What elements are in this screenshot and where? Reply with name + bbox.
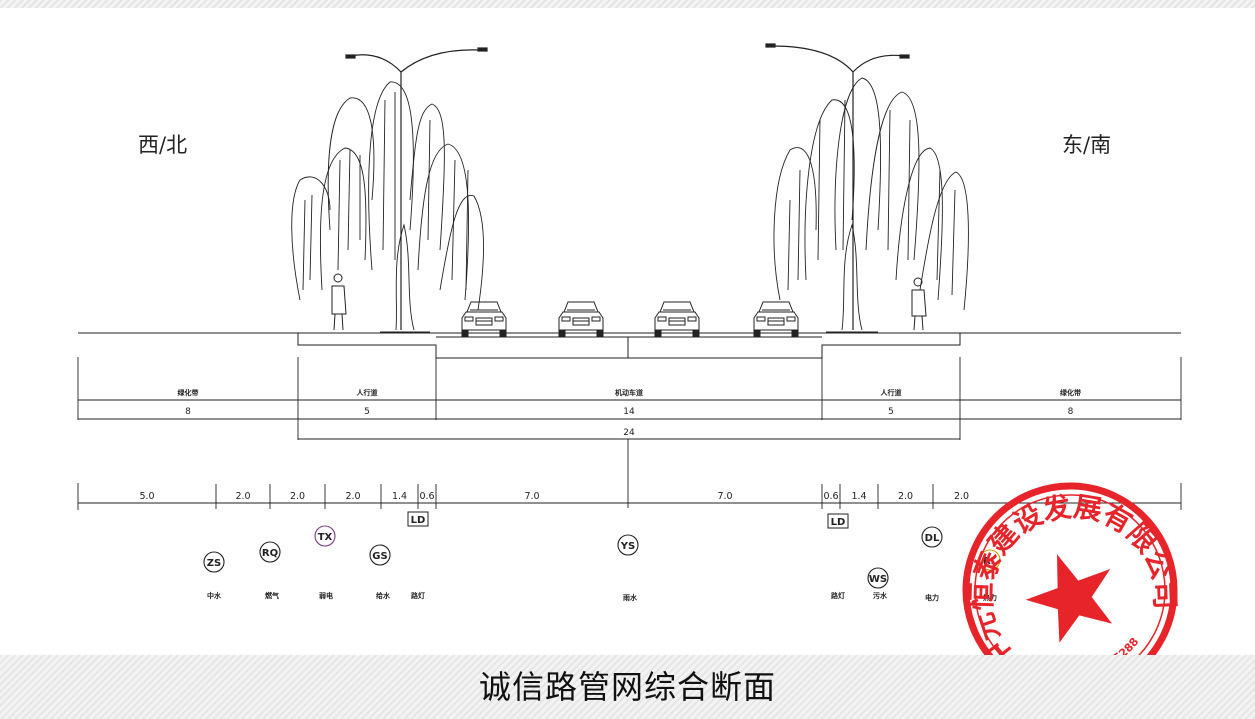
utility-dl: DL 电力: [921, 526, 943, 602]
utility-zs: ZS 中水: [203, 551, 225, 600]
willow-tree-right: [773, 77, 969, 333]
zone-width: 8: [185, 407, 191, 417]
utility-name: 弱电: [319, 591, 333, 600]
page-title: 诚信路管网综合断面: [478, 668, 776, 706]
utility-code: YS: [620, 541, 635, 552]
zone-width: 5: [364, 407, 370, 417]
utility-code: LD: [831, 517, 846, 528]
zone-label: 人行道: [881, 388, 902, 397]
zone-label: 机动车道: [615, 388, 643, 397]
utility-dim: 7.0: [524, 491, 539, 502]
direction-left: 西/北: [138, 133, 187, 157]
direction-right: 东/南: [1062, 133, 1111, 157]
car-group: [461, 301, 799, 337]
utility-ws: WS 污水: [867, 567, 889, 600]
top-hatch-band: [0, 0, 1255, 8]
utility-tx: TX 弱电: [314, 525, 336, 600]
seal-star: [1025, 554, 1113, 643]
total-width: 24: [623, 428, 635, 438]
utility-dim: 2.0: [290, 491, 305, 502]
utility-code: RL: [983, 556, 998, 567]
streetlight-left: [345, 47, 488, 330]
utility-gs: GS 给水: [369, 544, 391, 600]
utility-code: TX: [318, 532, 333, 543]
pedestrian-left: [331, 273, 347, 331]
road-profile: [78, 332, 1181, 359]
zone-table: [77, 357, 1182, 508]
utility-name: 给水: [376, 591, 391, 600]
utility-dimension-labels: 5.0 2.0 2.0 2.0 1.4 0.6 7.0 7.0 0.6 1.4 2.0 2.0: [139, 491, 969, 502]
car-1: [461, 301, 507, 337]
zone-width: 5: [888, 407, 894, 417]
utility-name: 雨水: [623, 593, 638, 602]
utility-ld: LD 路灯: [827, 513, 849, 600]
utility-dim: 1.4: [851, 491, 866, 502]
utility-dimension-line: [77, 483, 1182, 510]
car-4: [753, 301, 799, 337]
utility-name: 燃气: [264, 591, 279, 600]
willow-tree-left: [291, 81, 484, 333]
utility-dim: 2.0: [235, 491, 250, 502]
utility-ld: LD 路灯: [407, 511, 429, 600]
zone-label: 绿化带: [1060, 388, 1081, 397]
zone-label: 绿化带: [178, 388, 199, 397]
utility-code: ZS: [207, 558, 221, 569]
utility-code: DL: [925, 533, 940, 544]
utility-code: GS: [372, 551, 387, 562]
utility-dim: 1.4: [392, 491, 407, 502]
utility-name: 电力: [925, 593, 939, 602]
utility-dim: 2.0: [345, 491, 360, 502]
utility-dim: 5.0: [139, 491, 154, 502]
zone-width: 14: [623, 407, 635, 417]
utility-dim: 7.0: [717, 491, 732, 502]
zone-label: 人行道: [357, 388, 378, 397]
zone-width: 8: [1068, 407, 1074, 417]
pedestrian-right: [911, 277, 927, 331]
streetlight-right: [765, 43, 910, 330]
utility-ys: YS 雨水: [617, 534, 639, 602]
utility-name: 路灯: [411, 591, 425, 600]
utility-code: WS: [869, 574, 887, 585]
utility-name: 路灯: [831, 591, 845, 600]
car-3: [654, 301, 700, 337]
utility-name: 热力: [983, 593, 997, 602]
utility-markers: ZS 中水 RQ 燃气 TX 弱电 GS 给水 LD 路灯 YS 雨水 LD 路灯 WS 污水 DL 电力 RL 热力: [203, 511, 1001, 602]
utility-name: 中水: [207, 591, 222, 600]
utility-code: LD: [411, 515, 426, 526]
car-2: [558, 301, 604, 337]
utility-name: 污水: [873, 591, 888, 600]
utility-dim: 2.0: [898, 491, 913, 502]
utility-code: RQ: [262, 548, 278, 559]
zone-labels: 绿化带 8 人行道 5 机动车道 14 人行道 5 绿化带 8: [178, 388, 1082, 417]
utility-dim: 0.6: [419, 491, 434, 502]
utility-dim: 2.0: [954, 491, 969, 502]
utility-rq: RQ 燃气: [259, 541, 281, 600]
utility-dim: 0.6: [823, 491, 838, 502]
title-footer: [0, 655, 1255, 719]
